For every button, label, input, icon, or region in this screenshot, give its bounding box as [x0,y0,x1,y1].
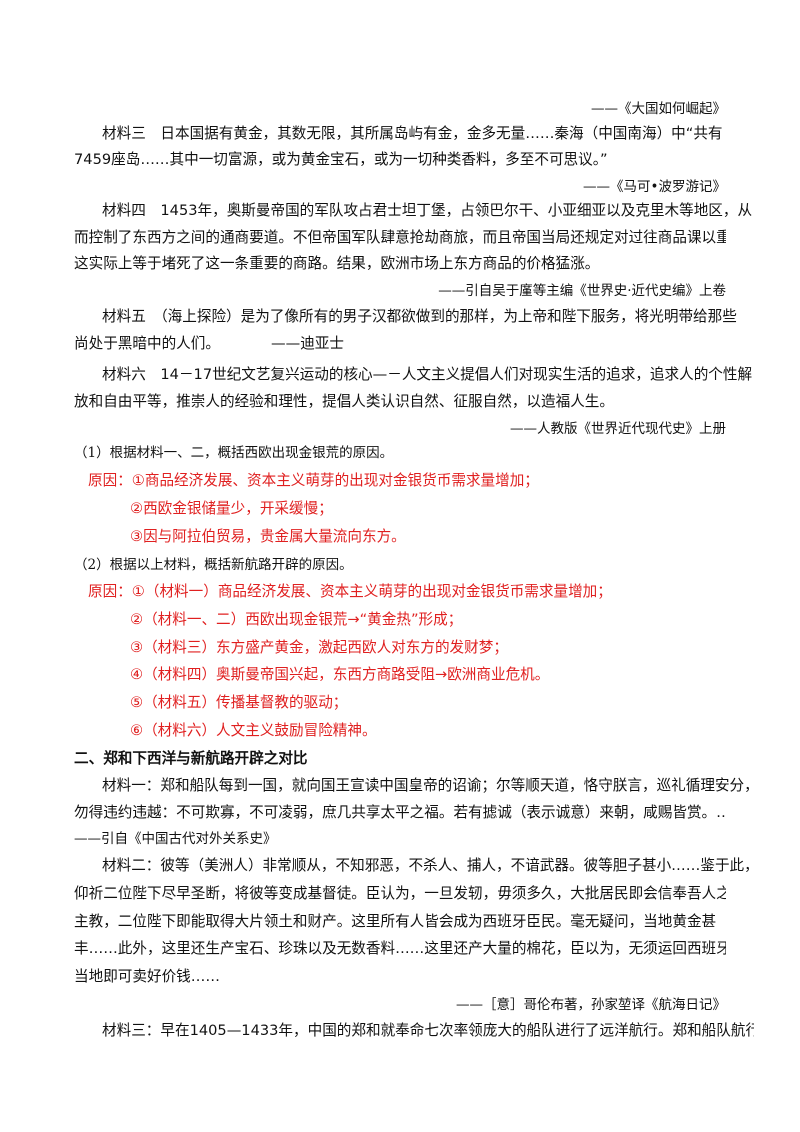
text-line: ——引自吴于廑等主编《世界史·近代史编》上卷 [438,283,726,299]
text-line: 尚处于黑暗中的人们。 ——迪亚士 [74,335,344,352]
text-line: ——引自《中国古代对外关系史》 [74,831,277,847]
text-line: 勿得违约违越：不可欺寡，不可凌弱，庶几共享太平之福。若有摅诚（表示诚意）来朝，咸… [74,804,726,821]
text-line: 这实际上等于堵死了这一条重要的商路。结果，欧洲市场上东方商品的价格猛涨。 [74,255,600,272]
text-line: （1）根据材料一、二，概括西欧出现金银荒的原因。 [74,445,394,461]
text-line: ④（材料四）奥斯曼帝国兴起，东西方商路受阻→欧洲商业危机。 [130,666,550,683]
text-line: 7459座岛……其中一切富源，或为黄金宝石，或为一切种类香料，多至不可思议。” [74,151,608,168]
text-line: 材料二：彼等（美洲人）非常顺从，不知邪恶，不杀人、捕人，不谙武器。彼等胆子甚小…… [102,857,754,874]
text-line: 二、郑和下西洋与新航路开辟之对比 [74,750,308,767]
text-line: 原因：①商品经济发展、资本主义萌芽的出现对金银货币需求量增加； [88,472,539,489]
text-line: 而控制了东西方之间的通商要道。不但帝国军队肆意抢劫商旅，而且帝国当局还规定对过往… [74,229,726,246]
text-line: 仰祈二位陛下尽早圣断，将彼等变成基督徒。臣认为，一旦发轫，毋须多久，大批居民即会… [74,885,726,902]
text-line: ③因与阿拉伯贸易，贵金属大量流向东方。 [130,528,406,545]
text-line: 材料三：早在1405—1433年，中国的郑和就奉命七次率领庞大的船队进行了远洋航… [102,1022,754,1039]
text-line: 材料三 日本国据有黄金，其数无限，其所属岛屿有金，金多无量……秦海（中国南海）中… [102,125,723,142]
text-line: 主教，二位陛下即能取得大片领土和财产。这里所有人皆会成为西班牙臣民。毫无疑问，当… [74,913,717,930]
text-line: ②（材料一、二）西欧出现金银荒→“黄金热”形成； [130,611,463,628]
text-line: 丰……此外，这里还生产宝石、珍珠以及无数香料……这里还产大量的棉花，臣以为，无须… [74,940,726,957]
text-line: 材料六 14－17世纪文艺复兴运动的核心—－人文主义提倡人们对现实生活的追求，追… [102,366,753,383]
text-line: 当地即可卖好价钱…… [74,968,220,985]
text-line: （2）根据以上材料，概括新航路开辟的原因。 [74,557,353,573]
text-line: ——人教版《世界近代现代史》上册 [510,421,726,437]
text-line: ⑤（材料五）传播基督教的驱动； [130,694,348,711]
text-line: ⑥（材料六）人文主义鼓励冒险精神。 [130,722,377,739]
text-line: ——《马可•波罗游记》 [583,179,726,195]
text-line: 材料四 1453年，奥斯曼帝国的军队攻占君士坦丁堡，占领巴尔干、小亚细亚以及克里… [102,202,753,219]
text-line: ③（材料三）东方盛产黄金，激起西欧人对东方的发财梦； [130,639,508,656]
text-line: 放和自由平等，推崇人的经验和理性，提倡人类认识自然、征服自然，以造福人生。 [74,393,614,410]
text-line: ——《大国如何崛起》 [591,101,726,117]
text-line: 材料一：郑和船队每到一国，就向国王宣读中国皇帝的诏谕；尔等顺天道，恪守朕言，巡礼… [102,777,754,794]
text-line: ②西欧金银储量少，开采缓慢； [130,500,333,517]
text-line: ——［意］哥伦布著，孙家堃译《航海日记》 [456,997,726,1013]
text-line: 材料五 （海上探险）是为了像所有的男子汉都欲做到的那样，为上帝和陛下服务，将光明… [102,308,737,325]
text-line: 原因：①（材料一）商品经济发展、资本主义萌芽的出现对金银货币需求量增加； [88,583,612,600]
